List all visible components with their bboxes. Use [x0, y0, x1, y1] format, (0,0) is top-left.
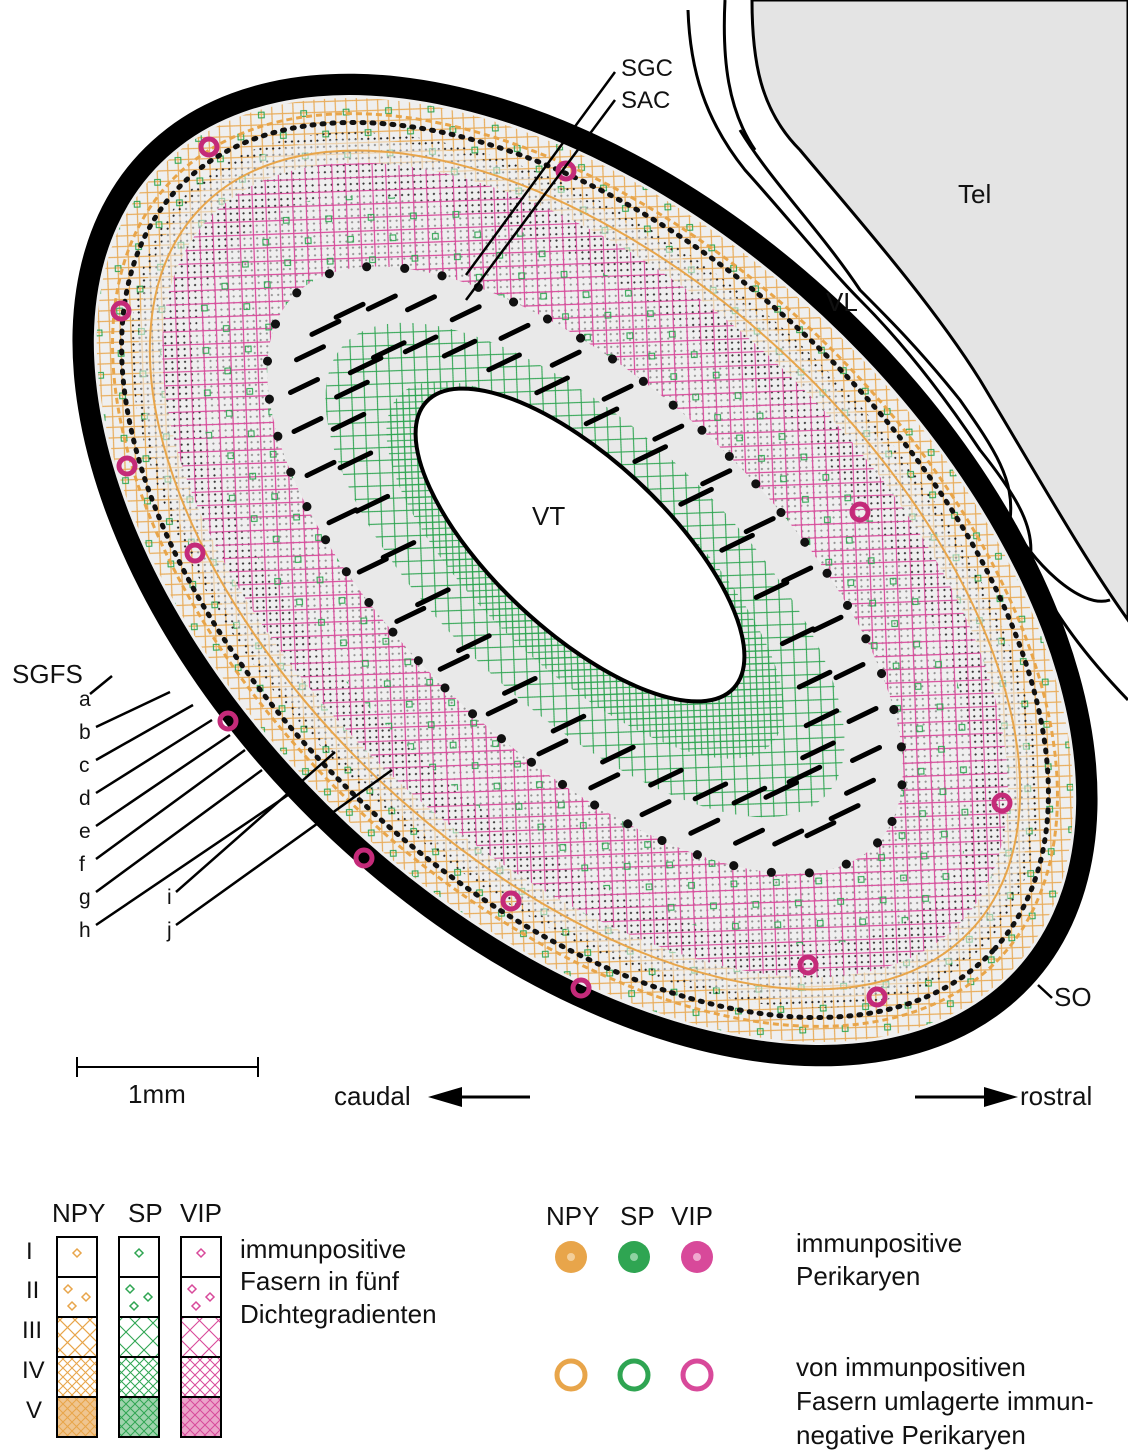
- layer-label: b: [79, 721, 91, 744]
- layer-label: h: [79, 919, 91, 942]
- legend-cells: NPY SP VIP immunpositive Perikaryen von …: [546, 1201, 1094, 1450]
- legend-col-vip: VIP: [180, 1198, 222, 1228]
- layer-b-leader: [96, 692, 170, 727]
- layer-label: a: [79, 688, 91, 711]
- layer-label: e: [79, 820, 91, 843]
- fiber-legend-text: immunpositive: [240, 1234, 406, 1264]
- layer-label: f: [79, 853, 85, 876]
- vip-gradient-column: [181, 1237, 221, 1437]
- sp-surrounded-perikaryon-icon: [620, 1361, 648, 1389]
- layer-i-leader: [176, 752, 335, 892]
- layer-d-leader: [96, 720, 212, 793]
- orientation: caudal rostral: [334, 1081, 1092, 1111]
- vip-surrounded-perikaryon-icon: [683, 1361, 711, 1389]
- layer-c-leader: [96, 705, 193, 760]
- positive-text: Perikaryen: [796, 1261, 920, 1291]
- scale-bar: 1mm: [77, 1057, 258, 1109]
- npy-surrounded-perikaryon-icon: [557, 1361, 585, 1389]
- label-vl: VL: [826, 287, 858, 317]
- surrounded-text: Fasern umlagerte immun-: [796, 1386, 1094, 1416]
- vip-grade-swatch: [181, 1357, 221, 1397]
- cell-col-sp: SP: [620, 1201, 655, 1231]
- so-leader: [1038, 985, 1052, 998]
- cell-col-vip: VIP: [671, 1201, 713, 1231]
- surrounded-text: von immunpositiven: [796, 1352, 1026, 1382]
- label-sgc: SGC: [621, 55, 673, 82]
- telencephalon-boundary: [724, 0, 755, 150]
- legend-fibers: NPY SP VIP I II III IV V: [22, 1198, 437, 1437]
- layer-h-leader: [96, 795, 288, 925]
- layer-f-leader: [96, 750, 245, 859]
- layer-a-leader: [90, 676, 112, 694]
- cell-col-npy: NPY: [546, 1201, 599, 1231]
- sp-grade-swatch: [119, 1317, 159, 1357]
- fiber-legend-text: Dichtegradienten: [240, 1299, 437, 1329]
- positive-text: immunpositive: [796, 1228, 962, 1258]
- grade-label: IV: [22, 1357, 45, 1384]
- surrounded-text: negative Perikaryen: [796, 1420, 1026, 1450]
- grade-label: I: [26, 1238, 33, 1265]
- layer-label: c: [79, 754, 90, 777]
- sp-grade-swatch: [119, 1357, 159, 1397]
- label-vt: VT: [532, 501, 565, 531]
- label-sgfs: SGFS: [12, 659, 83, 689]
- grade-label: V: [26, 1397, 42, 1424]
- legend-col-npy: NPY: [52, 1198, 105, 1228]
- caudal-arrow-icon: [428, 1087, 462, 1107]
- layer-label: g: [79, 886, 91, 909]
- scale-bar-label: 1mm: [128, 1079, 186, 1109]
- label-sac: SAC: [621, 87, 670, 114]
- layer-label: i: [167, 886, 172, 909]
- layer-g-leader: [96, 770, 262, 892]
- rostral-label: rostral: [1020, 1081, 1092, 1111]
- label-so: SO: [1054, 982, 1092, 1012]
- npy-grade-swatch: [57, 1317, 97, 1357]
- rostral-arrow-icon: [984, 1087, 1018, 1107]
- vip-grade-swatch: [181, 1317, 221, 1357]
- layer-label: d: [79, 787, 91, 810]
- label-tel: Tel: [958, 179, 991, 209]
- grade-label: III: [22, 1317, 42, 1344]
- caudal-label: caudal: [334, 1081, 411, 1111]
- layer-label: j: [166, 919, 172, 942]
- sp-gradient-column: [119, 1237, 159, 1437]
- legend-col-sp: SP: [128, 1198, 163, 1228]
- npy-grade-swatch: [57, 1357, 97, 1397]
- grade-label: II: [26, 1277, 39, 1304]
- npy-gradient-column: [57, 1237, 97, 1437]
- fiber-legend-text: Fasern in fünf: [240, 1266, 400, 1296]
